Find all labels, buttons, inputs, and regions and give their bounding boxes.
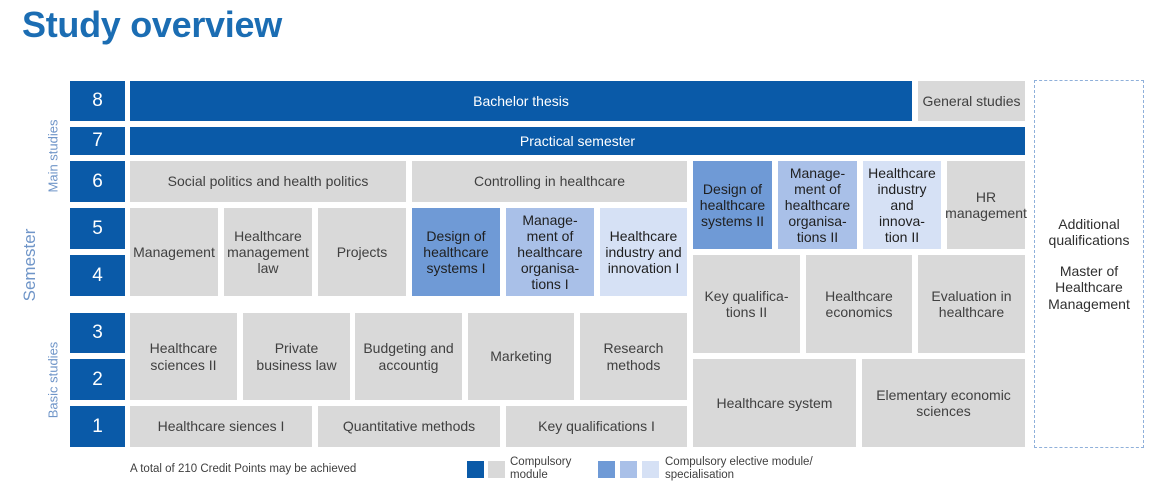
semester-6: 6 <box>70 161 125 202</box>
module-management-organisations-1: Manage- ment of healthcare organisa- tio… <box>506 208 594 296</box>
page-title: Study overview <box>22 4 282 45</box>
legend-swatch-elective-mid <box>620 461 637 478</box>
module-controlling: Controlling in healthcare <box>412 161 687 202</box>
module-budgeting-accounting: Budgeting and accountig <box>355 313 462 400</box>
module-projects: Projects <box>318 208 406 296</box>
legend-swatch-compulsory-grey <box>488 461 505 478</box>
module-private-business-law: Private business law <box>243 313 350 400</box>
module-hr-management: HR management <box>945 161 1027 249</box>
semester-7: 7 <box>70 127 125 155</box>
module-evaluation-healthcare: Evaluation in healthcare <box>918 255 1025 353</box>
module-practical-semester: Practical semester <box>130 127 1025 155</box>
module-healthcare-sciences-1: Healthcare siences I <box>130 406 312 447</box>
module-elementary-economic-sciences: Elementary economic sciences <box>862 359 1025 447</box>
module-healthcare-sciences-2: Healthcare sciences II <box>130 313 237 400</box>
module-quantitative-methods: Quantitative methods <box>318 406 500 447</box>
semester-1: 1 <box>70 406 125 447</box>
legend-elective-label: Compulsory elective module/ specialisati… <box>665 456 813 482</box>
module-healthcare-system: Healthcare system <box>693 359 856 447</box>
master-label: Master of Healthcare Management <box>1048 262 1130 312</box>
semester-axis-label: Semester <box>20 228 39 302</box>
module-key-qualifications-2: Key qualifica- tions II <box>693 255 800 353</box>
additional-qualifications-label: Additional qualifications <box>1048 215 1130 249</box>
module-design-healthcare-systems-1: Design of healthcare systems I <box>412 208 500 296</box>
credits-note: A total of 210 Credit Points may be achi… <box>130 463 357 475</box>
semester-2: 2 <box>70 359 125 400</box>
module-management: Management <box>130 208 218 296</box>
legend-swatch-compulsory-blue <box>467 461 484 478</box>
semester-5: 5 <box>70 208 125 249</box>
basic-studies-label: Basic studies <box>45 341 61 419</box>
module-industry-innovation-1: Healthcare industry and innovation I <box>600 208 687 296</box>
module-industry-innovation-2: Healthcare industry and innova- tion II <box>863 161 941 249</box>
module-management-organisations-2: Manage- ment of healthcare organisa- tio… <box>778 161 857 249</box>
module-general-studies: General studies <box>918 81 1025 121</box>
semester-3: 3 <box>70 313 125 353</box>
module-bachelor-thesis: Bachelor thesis <box>130 81 912 121</box>
legend-swatch-elective-light <box>642 461 659 478</box>
legend-compulsory-label: Compulsory module <box>510 456 572 482</box>
module-research-methods: Research methods <box>580 313 687 400</box>
module-social-politics: Social politics and health politics <box>130 161 406 202</box>
semester-8: 8 <box>70 81 125 121</box>
additional-qualifications-box: Additional qualifications Master of Heal… <box>1034 80 1144 448</box>
module-healthcare-economics: Healthcare economics <box>806 255 912 353</box>
legend-swatch-elective-dark <box>598 461 615 478</box>
module-key-qualifications-1: Key qualifications I <box>506 406 687 447</box>
module-marketing: Marketing <box>468 313 574 400</box>
main-studies-label: Main studies <box>45 119 61 193</box>
module-design-healthcare-systems-2: Design of healthcare systems II <box>693 161 772 249</box>
module-healthcare-management-law: Healthcare management law <box>224 208 312 296</box>
semester-4: 4 <box>70 255 125 296</box>
